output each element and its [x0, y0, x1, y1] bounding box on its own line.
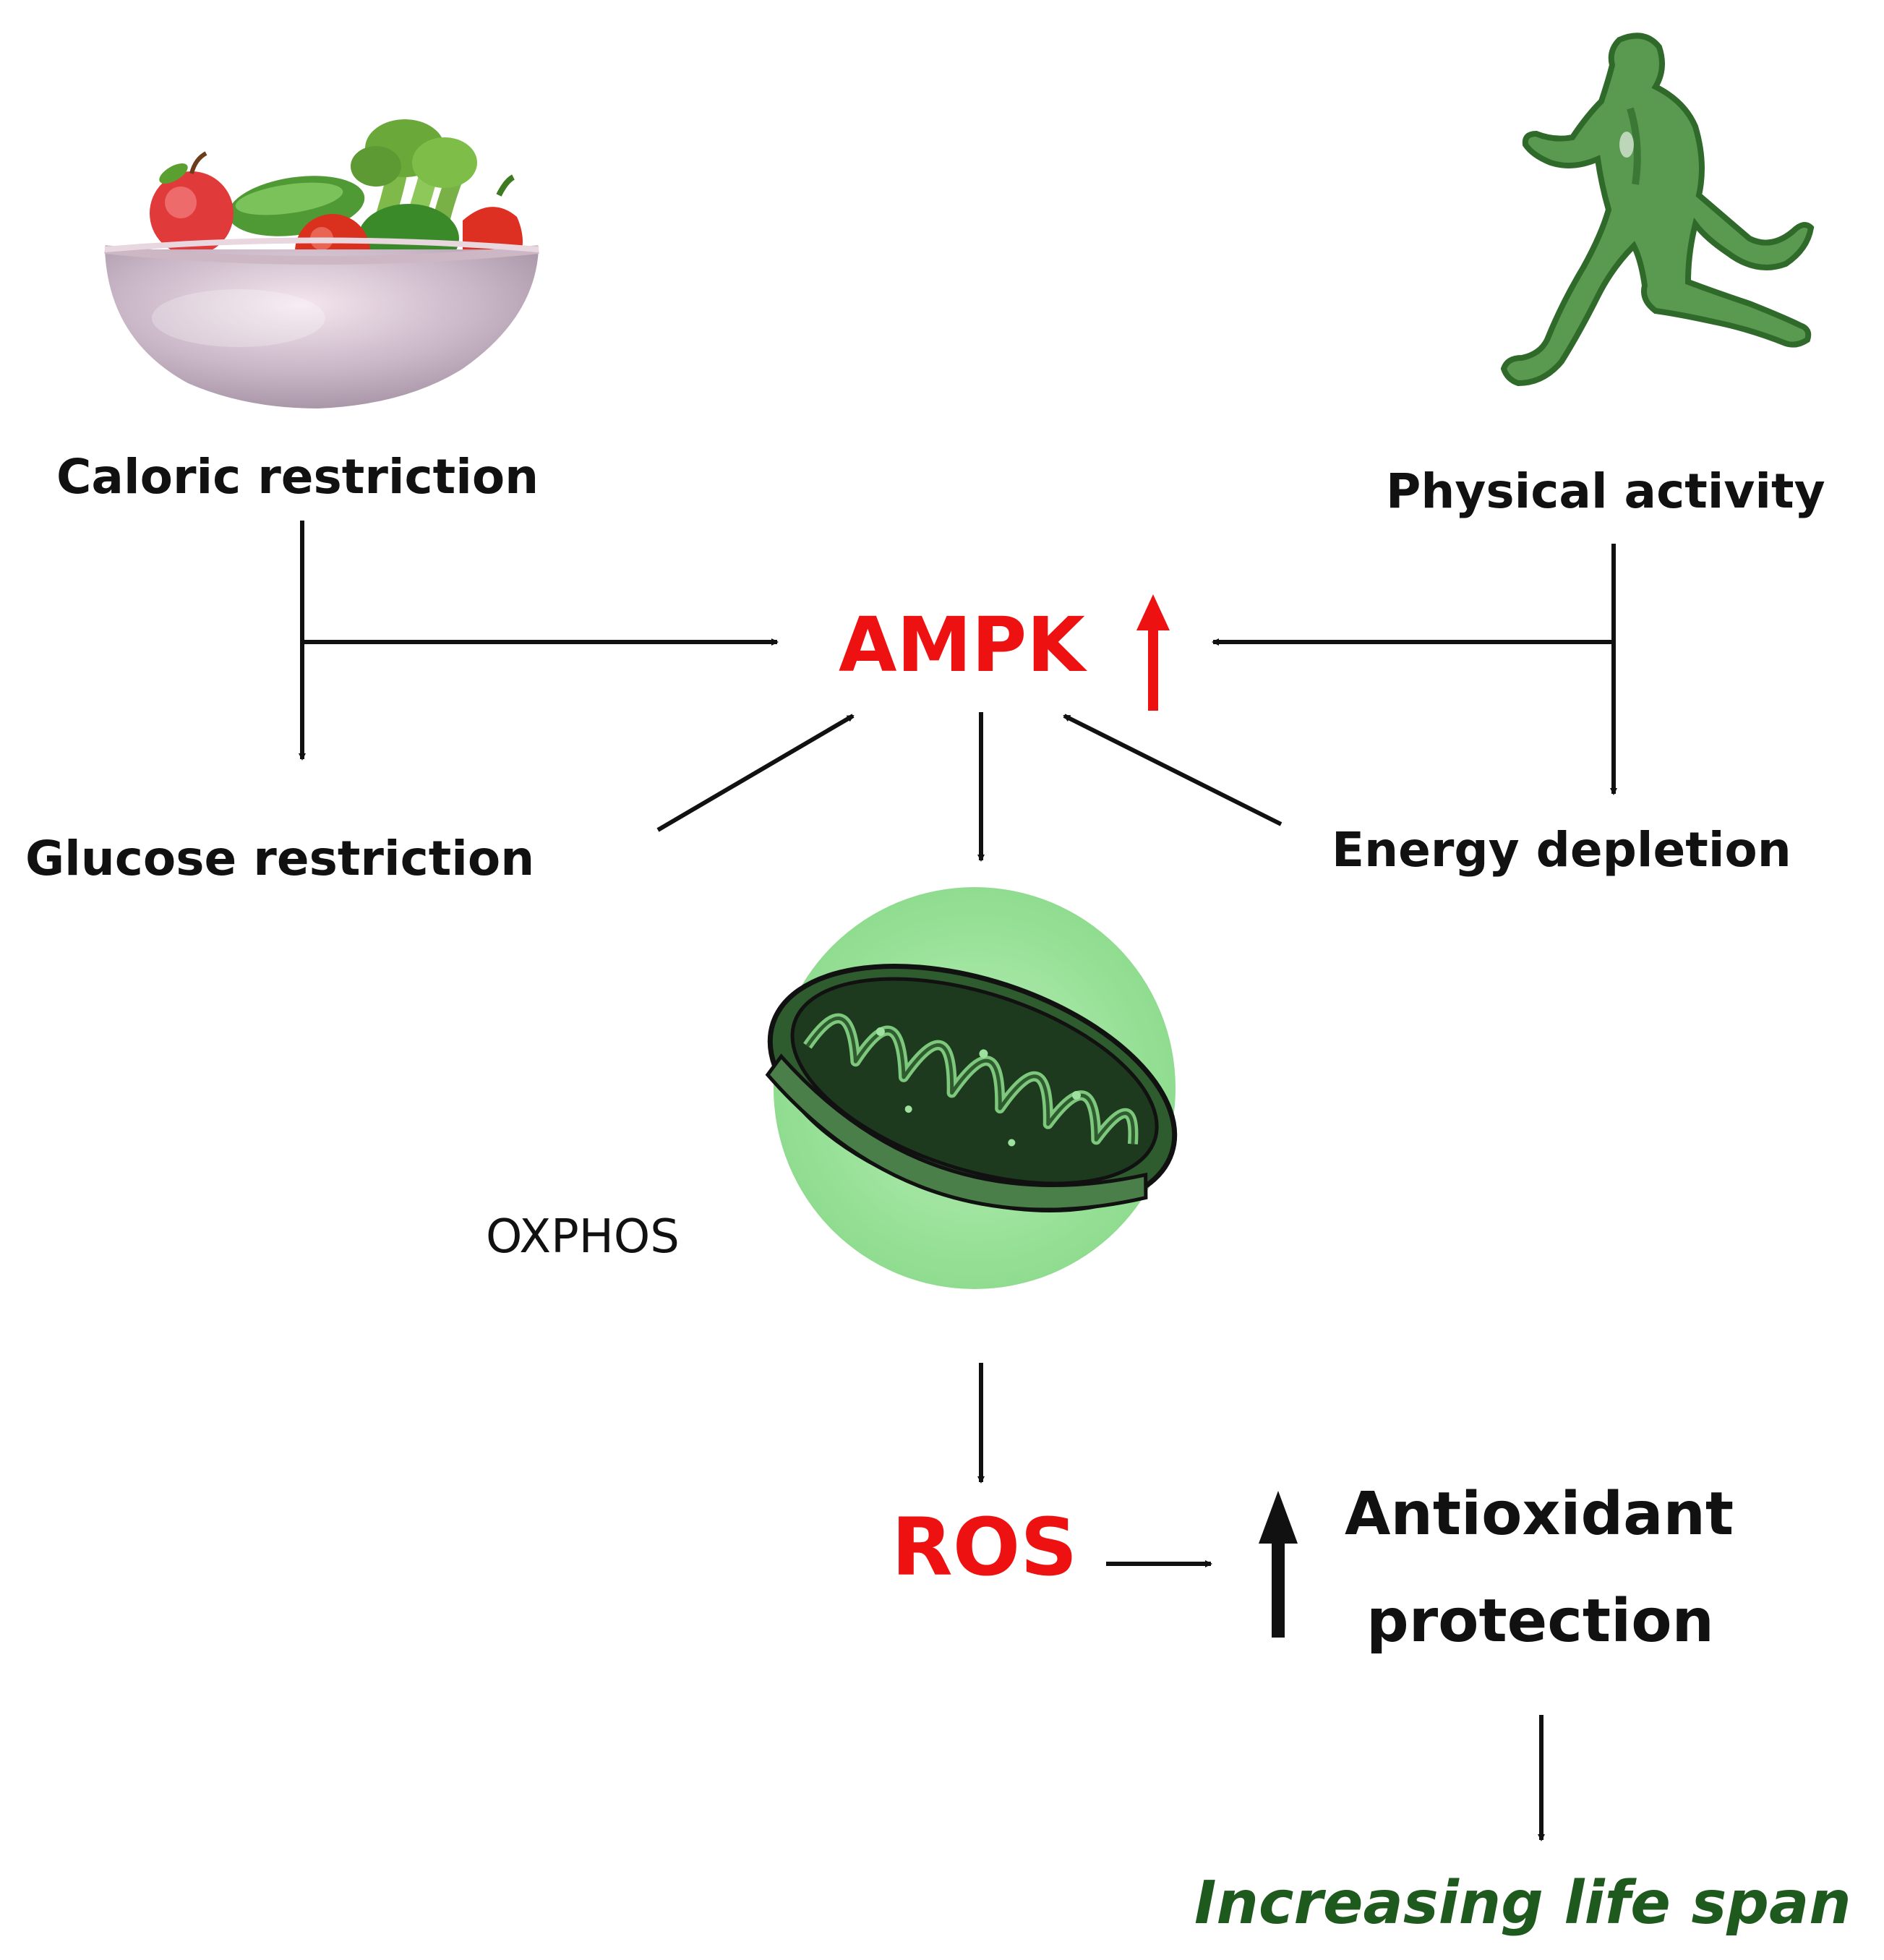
mitochondrion-icon — [765, 887, 1178, 1289]
ros-label: ROS — [891, 1501, 1077, 1593]
caloric-restriction-label: Caloric restriction — [56, 449, 539, 505]
fruit-vegetable-bowl-icon — [104, 119, 539, 408]
oxphos-label: OXPHOS — [486, 1210, 680, 1264]
glucose-restriction-label: Glucose restriction — [25, 831, 534, 886]
antioxidant-label-line1: Antioxidant — [1345, 1480, 1734, 1549]
physical-activity-label: Physical activity — [1386, 463, 1825, 519]
energy-to-ampk-arrow — [1063, 714, 1283, 826]
connectors — [299, 521, 1617, 1841]
ampk-up-arrow — [1136, 594, 1170, 711]
glucose-to-ampk-arrow — [656, 714, 855, 832]
running-person-icon — [1500, 33, 1815, 387]
energy-depletion-label: Energy depletion — [1332, 822, 1791, 878]
antioxidant-up-arrow — [1259, 1491, 1298, 1638]
ampk-label: AMPK — [839, 601, 1087, 689]
antioxidant-label-line2: protection — [1366, 1587, 1714, 1656]
life-span-label: Increasing life span — [1194, 1869, 1851, 1938]
